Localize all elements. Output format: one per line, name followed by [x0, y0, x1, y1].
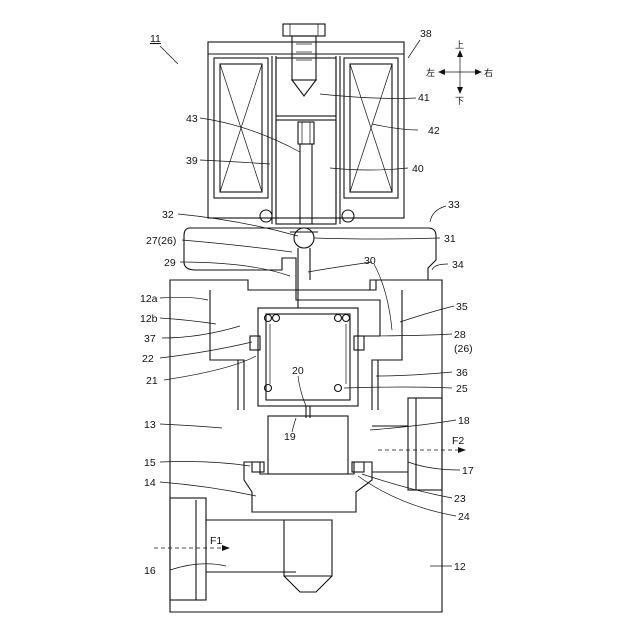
label-30: 30 — [364, 255, 376, 267]
label-38: 38 — [420, 28, 432, 40]
flow-arrows — [154, 447, 466, 551]
label-12a: 12a — [140, 293, 158, 305]
solenoid-assembly — [208, 24, 404, 224]
label-18: 18 — [458, 415, 470, 427]
label-F2: F2 — [452, 435, 464, 447]
direction-indicator: 上 下 左 右 — [426, 40, 493, 107]
label-37: 37 — [144, 333, 156, 345]
label-24: 24 — [458, 511, 470, 523]
label-15: 15 — [144, 457, 156, 469]
label-13: 13 — [144, 419, 156, 431]
reference-labels: 11 38 41 43 42 39 40 32 33 27(26) 31 29 … — [140, 28, 474, 577]
label-36: 36 — [456, 367, 468, 379]
label-26: (26) — [454, 343, 473, 355]
label-12b: 12b — [140, 313, 158, 325]
dir-right-label: 右 — [484, 67, 493, 79]
label-F1: F1 — [210, 535, 222, 547]
label-21: 21 — [146, 375, 158, 387]
label-35: 35 — [456, 301, 468, 313]
label-12: 12 — [454, 561, 466, 573]
label-29: 29 — [164, 257, 176, 269]
label-43: 43 — [186, 113, 198, 125]
label-27-26: 27(26) — [146, 235, 176, 247]
label-14: 14 — [144, 477, 156, 489]
main-body — [170, 280, 442, 612]
label-22: 22 — [142, 353, 154, 365]
label-39: 39 — [186, 155, 198, 167]
label-19: 19 — [284, 431, 296, 443]
label-17: 17 — [462, 465, 474, 477]
label-23: 23 — [454, 493, 466, 505]
label-16: 16 — [144, 565, 156, 577]
label-28: 28 — [454, 329, 466, 341]
label-42: 42 — [428, 125, 440, 137]
label-40: 40 — [412, 163, 424, 175]
label-11: 11 — [150, 33, 161, 45]
dir-down-label: 下 — [455, 97, 464, 107]
label-33: 33 — [448, 199, 460, 211]
label-41: 41 — [418, 92, 430, 104]
dir-up-label: 上 — [455, 40, 464, 51]
dir-left-label: 左 — [426, 67, 435, 79]
label-20: 20 — [292, 365, 304, 377]
label-34: 34 — [452, 259, 464, 271]
valve-internals — [210, 290, 402, 592]
label-31: 31 — [444, 233, 456, 245]
label-25: 25 — [456, 383, 468, 395]
label-32: 32 — [162, 209, 174, 221]
